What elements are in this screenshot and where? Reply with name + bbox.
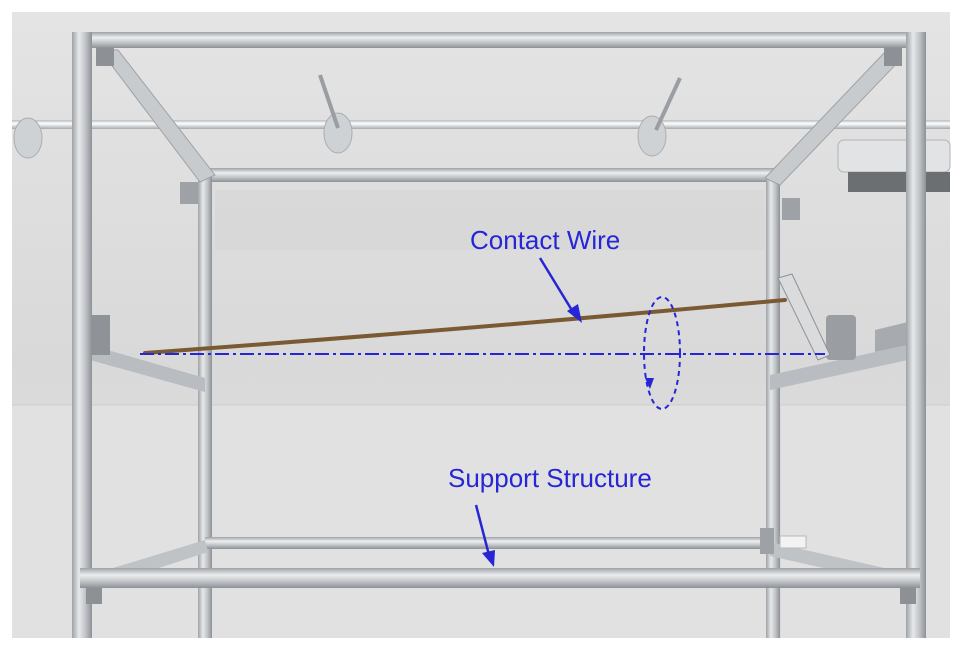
corner-bracket-br — [900, 588, 916, 604]
pipe-mount-2 — [323, 112, 353, 154]
corner-bracket-bl — [86, 588, 102, 604]
back-top-bar — [205, 168, 775, 182]
support-structure-label: Support Structure — [448, 463, 652, 493]
contact-wire-label: Contact Wire — [470, 225, 621, 255]
wall-shadow — [215, 190, 765, 250]
front-bottom-bar — [80, 568, 920, 588]
hanger-rod-1 — [318, 74, 340, 129]
wall-pipe — [12, 120, 950, 129]
front-left-post — [72, 32, 92, 638]
rotation-ellipse — [643, 296, 681, 410]
back-right-post — [766, 178, 780, 638]
rotation-arrowhead — [645, 378, 654, 389]
wire-support-left — [90, 345, 205, 392]
contact-wire-arrow-shaft — [538, 257, 575, 313]
wire-clamp-left — [92, 315, 110, 355]
inner-bracket-bottom-right — [760, 528, 774, 554]
inner-bracket-right — [782, 198, 800, 220]
wall-cylinder — [837, 139, 951, 173]
corner-bracket-tl — [96, 48, 114, 66]
wire-block-right — [875, 322, 908, 352]
wire-support-right — [770, 345, 908, 390]
support-structure-arrow-shaft — [474, 504, 491, 556]
wire-clamp-right — [826, 315, 856, 360]
wall-cylinder-bracket — [848, 172, 950, 192]
support-structure-arrowhead — [482, 550, 495, 567]
contact-wire — [143, 298, 787, 355]
front-top-bar — [80, 32, 918, 48]
hanger-rod-2 — [654, 77, 682, 131]
inner-bracket-left — [180, 182, 198, 204]
back-left-post — [198, 175, 212, 638]
front-right-post — [906, 32, 926, 638]
corner-bracket-tr — [884, 48, 902, 66]
pipe-mount-1 — [13, 117, 43, 159]
contact-wire-arrowhead — [567, 304, 582, 323]
wire-bracket-right — [777, 273, 831, 361]
white-block — [779, 535, 807, 549]
back-bottom-bar — [205, 537, 773, 549]
